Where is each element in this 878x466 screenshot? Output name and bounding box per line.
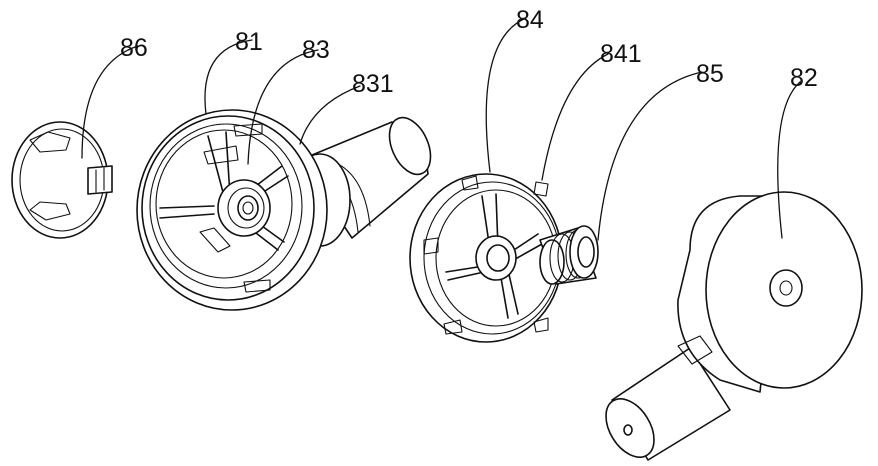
leader-831 bbox=[299, 85, 361, 145]
label-841: 841 bbox=[600, 40, 642, 68]
label-84: 84 bbox=[516, 6, 544, 34]
label-82: 82 bbox=[790, 64, 818, 92]
leader-81 bbox=[204, 39, 253, 115]
label-83: 83 bbox=[302, 36, 330, 64]
label-85: 85 bbox=[696, 60, 724, 88]
leader-84 bbox=[485, 17, 527, 173]
part-85-threaded-nozzle bbox=[539, 225, 599, 285]
leader-841 bbox=[541, 53, 609, 181]
leader-85 bbox=[597, 71, 703, 241]
part-84-impeller-disc bbox=[409, 173, 563, 343]
leader-83 bbox=[247, 49, 319, 165]
label-86: 86 bbox=[120, 34, 148, 62]
part-82-cover bbox=[605, 191, 863, 461]
label-831: 831 bbox=[352, 70, 394, 98]
part-81-housing bbox=[136, 109, 432, 311]
label-81: 81 bbox=[235, 28, 263, 56]
leader-lines bbox=[81, 17, 801, 241]
reference-labels: 86 81 83 831 84 841 85 82 bbox=[120, 6, 818, 98]
part-86-clip-cap bbox=[11, 121, 113, 239]
leader-82 bbox=[777, 81, 801, 239]
leader-86 bbox=[81, 45, 139, 159]
